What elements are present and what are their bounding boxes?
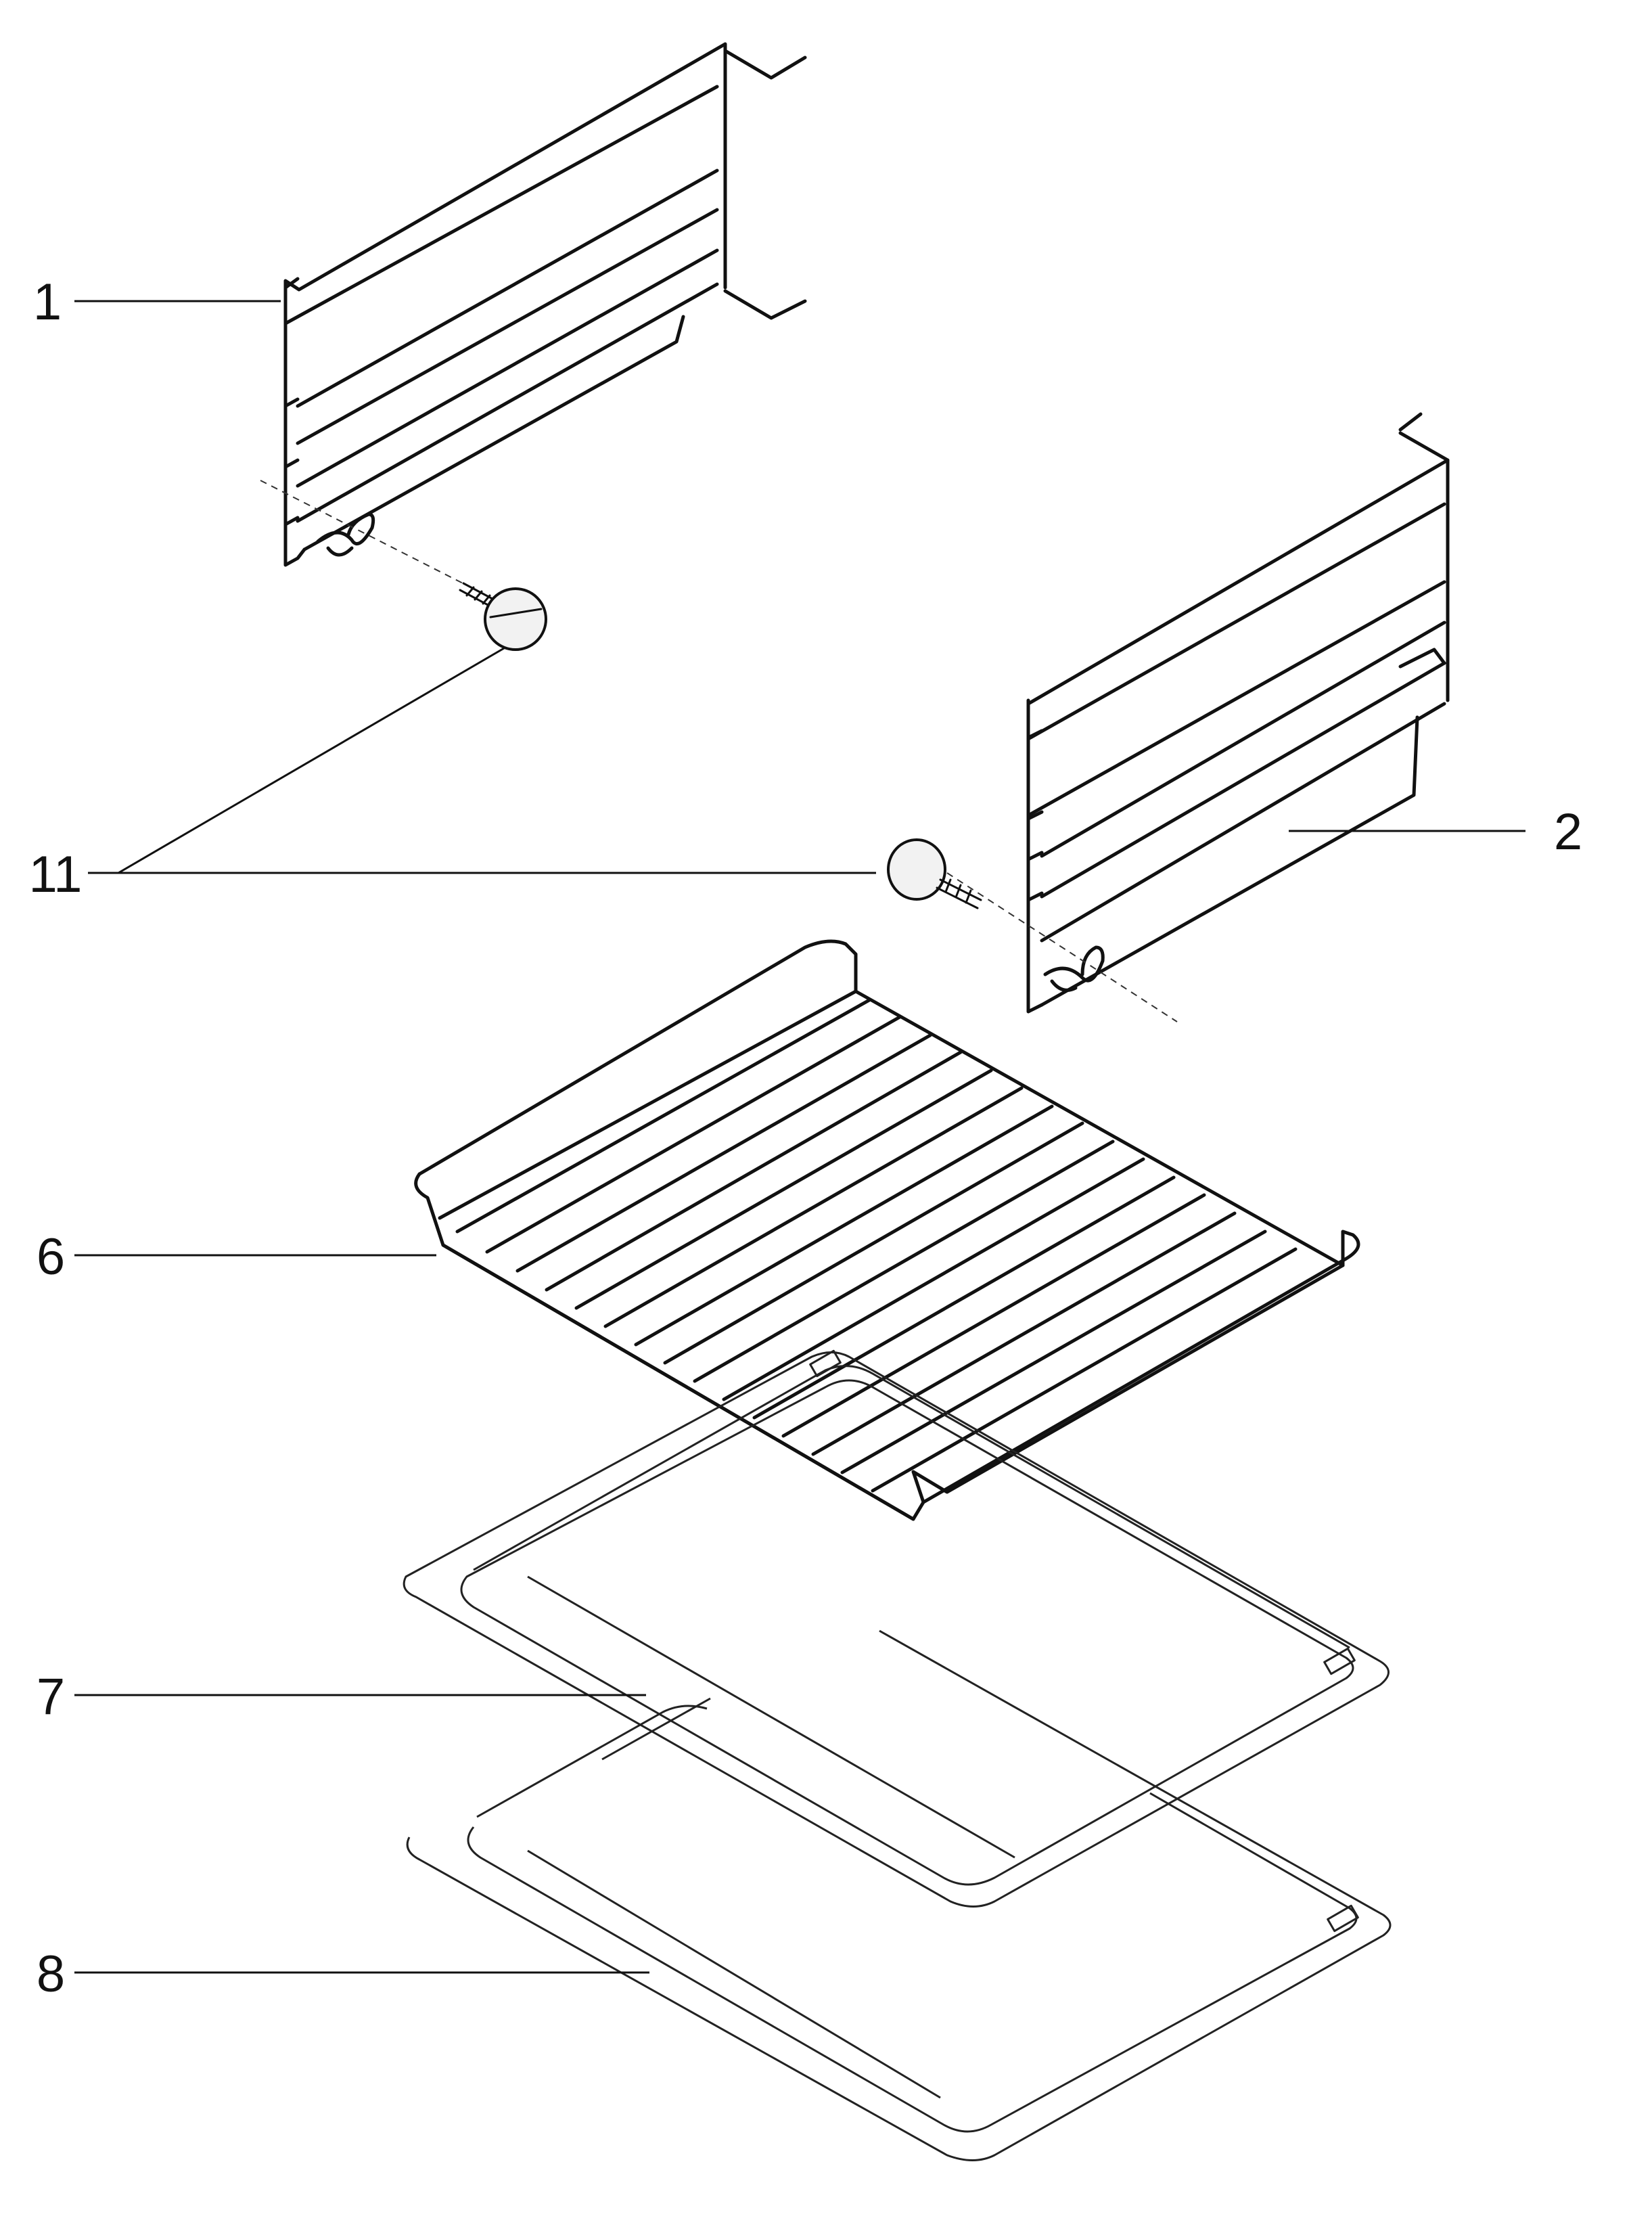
callout-6: 6 <box>37 1228 65 1286</box>
thumb-screw-left <box>459 582 547 651</box>
thumb-screw-right <box>887 838 982 909</box>
deep-tray <box>406 1629 1392 2161</box>
left-side-rack <box>283 42 807 567</box>
callout-1: 1 <box>33 273 62 331</box>
leader-line-11 <box>88 647 876 874</box>
callout-7: 7 <box>37 1668 65 1726</box>
right-side-rack <box>1026 412 1450 1014</box>
baking-tray <box>403 1349 1390 1908</box>
callout-8: 8 <box>37 1945 65 2003</box>
wire-shelf <box>414 939 1360 1521</box>
alignment-axis-right <box>946 872 1178 1022</box>
alignment-axis-left <box>260 480 474 589</box>
callout-2: 2 <box>1554 803 1582 861</box>
callout-11: 11 <box>29 846 83 903</box>
